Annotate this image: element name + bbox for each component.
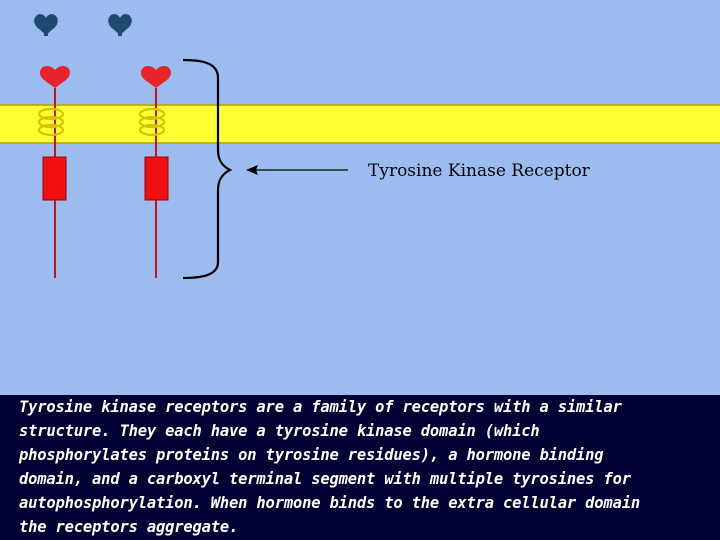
receptor <box>37 66 70 278</box>
tyrosine-kinase-domain <box>144 156 169 201</box>
caption-line: Tyrosine kinase receptors are a family o… <box>19 398 622 416</box>
diagram-area: Tyrosine Kinase Receptor <box>0 0 720 395</box>
label-arrow <box>246 165 348 175</box>
transmembrane-helix <box>37 107 65 137</box>
tyrosine-kinase-domain <box>42 156 67 201</box>
caption-line: structure. They each have a tyrosine kin… <box>19 422 540 440</box>
hormone-molecule <box>108 14 132 36</box>
caption-line: autophosphorylation. When hormone binds … <box>19 494 640 512</box>
caption-line: phosphorylates proteins on tyrosine resi… <box>19 446 604 464</box>
hormone-binding-domain <box>40 66 70 88</box>
hormone-binding-domain <box>141 66 171 88</box>
transmembrane-helix <box>138 107 166 137</box>
bracket <box>182 58 233 280</box>
caption-line: domain, and a carboxyl terminal segment … <box>19 470 631 488</box>
receptor <box>138 66 171 278</box>
cell-membrane <box>0 104 720 144</box>
receptor-label: Tyrosine Kinase Receptor <box>368 161 591 181</box>
hormone-molecule <box>34 14 58 36</box>
receptor-diagram: Tyrosine Kinase Receptor <box>0 14 720 280</box>
caption-line: the receptors aggregate. <box>19 518 239 536</box>
caption-box: Tyrosine kinase receptors are a family o… <box>0 395 720 540</box>
